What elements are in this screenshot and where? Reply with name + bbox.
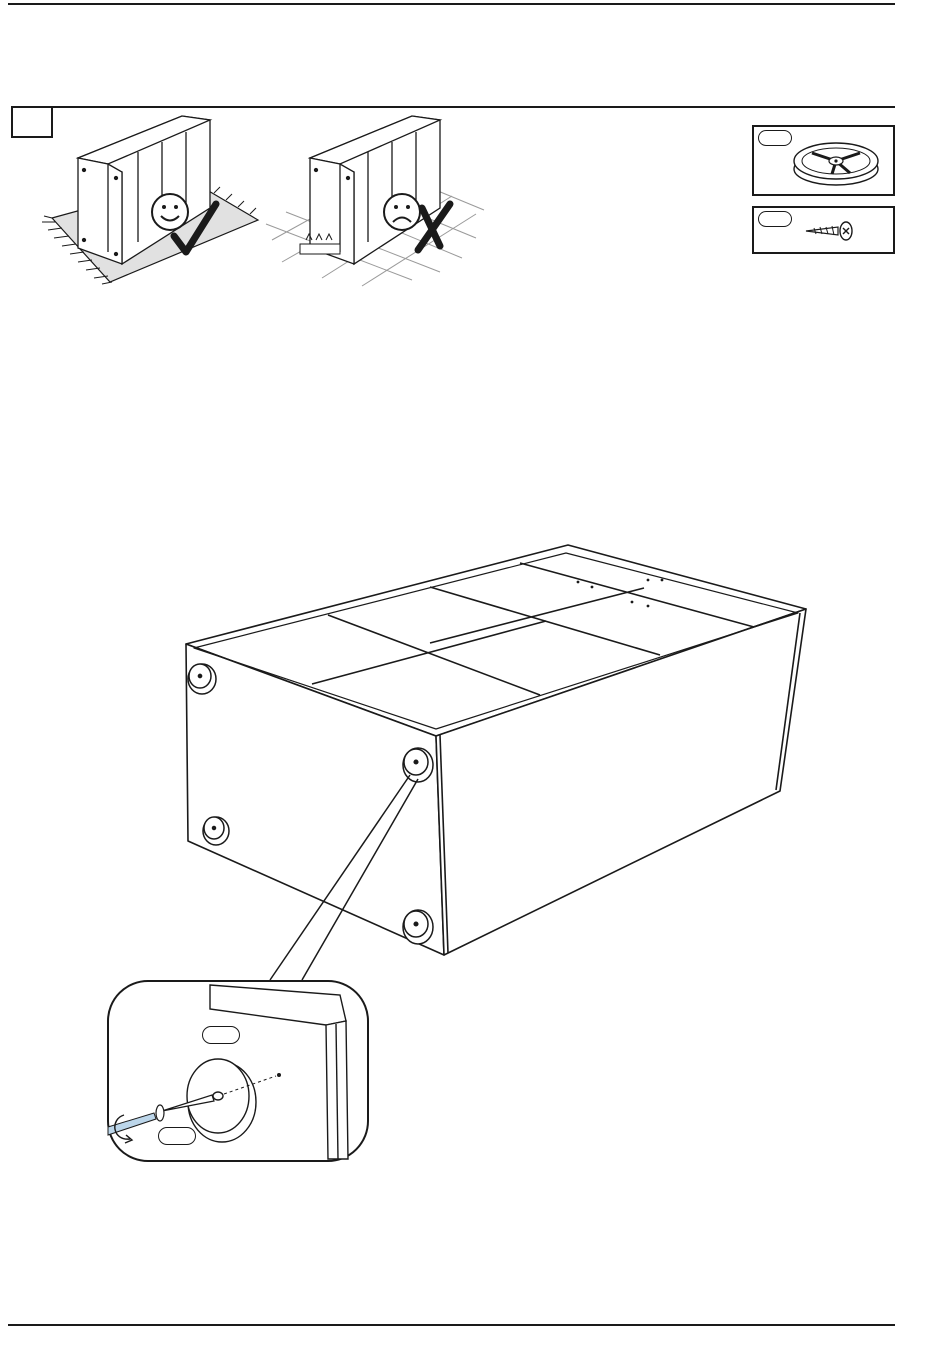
step-header-rule — [11, 106, 895, 108]
detail-callout-label-glide — [202, 1026, 240, 1044]
bottom-rule — [8, 1324, 895, 1326]
detail-callout-label-screw — [158, 1127, 196, 1145]
detail-callout — [108, 981, 368, 1161]
do-assemble-on-rug-illustration — [14, 112, 264, 290]
screw-icon — [804, 220, 856, 242]
part-furniture-glide-box — [752, 125, 895, 196]
furniture-glide-icon — [788, 131, 884, 193]
top-rule — [8, 3, 895, 5]
smiley-face-icon — [152, 194, 188, 230]
dont-assemble-on-hard-floor-illustration — [262, 112, 488, 290]
cabinet-glides-illustration — [100, 535, 820, 1175]
sad-face-icon — [384, 194, 420, 230]
part-quantity-label — [758, 130, 792, 146]
part-screw-box — [752, 206, 895, 254]
glide-top-right — [403, 748, 433, 782]
glide-bottom-left — [203, 817, 229, 845]
part-quantity-label — [758, 211, 792, 227]
glide-top-left — [188, 664, 216, 694]
glide-bottom-right — [403, 910, 433, 944]
